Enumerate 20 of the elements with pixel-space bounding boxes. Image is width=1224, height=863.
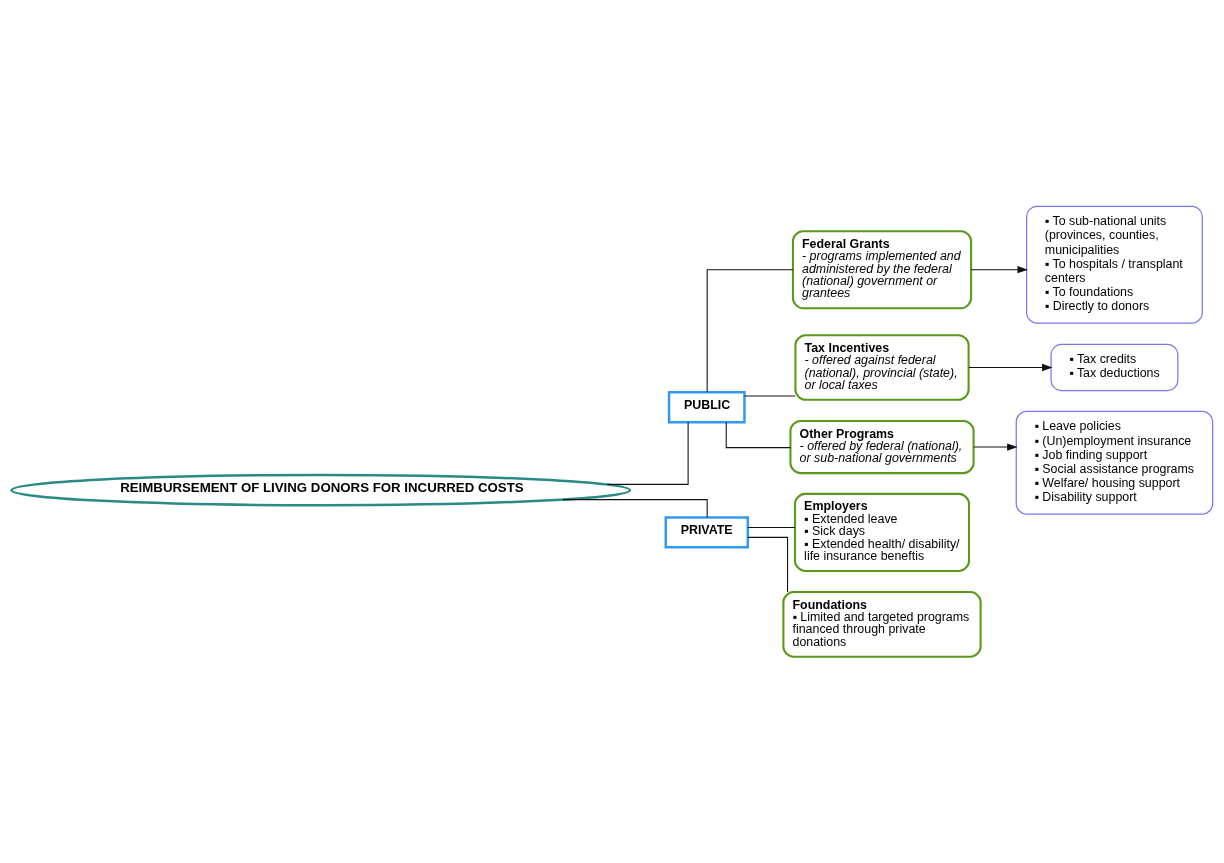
- connector: [606, 421, 689, 485]
- node-box: Federal Grants - programs implemented and administered by the federal (national) government or grantees: [791, 230, 973, 310]
- arrow: [973, 443, 1018, 451]
- node-box: PRIVATE: [664, 516, 749, 549]
- node-ellipse: REIMBURSEMENT OF LIVING DONORS FOR INCURRED COSTS: [10, 473, 632, 507]
- connector: [747, 536, 789, 593]
- node-box: ▪ Leave policies ▪ (Un)employment insurance ▪ Job finding support ▪ Social assistance programs ▪ Welfare/ housing support ▪ Disability support: [1015, 410, 1214, 515]
- connector: [706, 269, 794, 393]
- connector: [562, 499, 708, 518]
- arrow: [970, 266, 1028, 274]
- node-box: Tax Incentives - offered against federal (national), provincial (state), or local taxes: [794, 334, 970, 401]
- connector: [747, 526, 796, 528]
- node-box: ▪ To sub-national units (provinces, counties, municipalities ▪ To hospitals / transplant centers ▪ To foundations ▪ Directly to donors: [1026, 205, 1203, 324]
- node-box: Employers ▪ Extended leave ▪ Sick days ▪ Extended health/ disability/ life insurance beneftis: [793, 492, 971, 572]
- connector: [725, 421, 791, 449]
- arrow: [968, 363, 1053, 372]
- node-box: ▪ Tax credits ▪ Tax deductions: [1050, 343, 1179, 392]
- node-box: PUBLIC: [667, 391, 746, 424]
- node-box: Other Programs - offered by federal (national), or sub-national governments: [789, 419, 975, 475]
- node-box: Foundations ▪ Limited and targeted programs financed through private donations: [782, 591, 982, 658]
